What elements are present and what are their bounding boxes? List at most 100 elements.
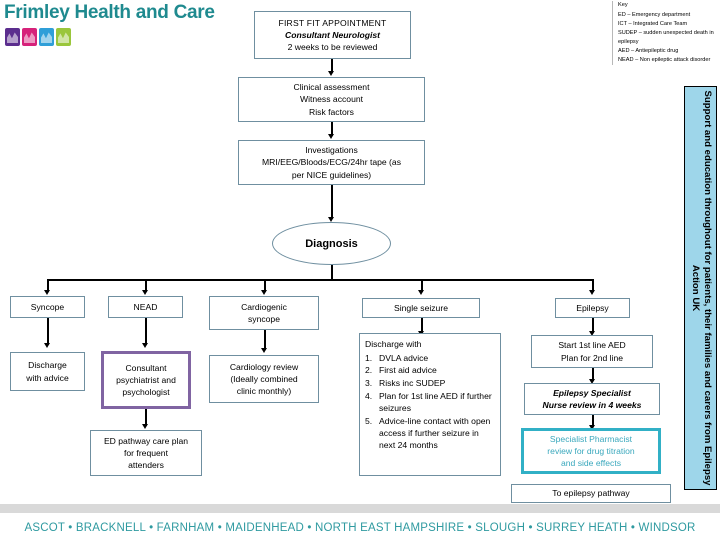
node-single-seizure[interactable]: Single seizure	[362, 298, 480, 318]
side-banner-text: Support and education throughout for pat…	[689, 90, 713, 486]
discharge-advice-line1: Discharge	[28, 360, 67, 371]
investigations-line1: Investigations	[305, 145, 358, 156]
item-text: Risks inc SUDEP	[379, 378, 446, 389]
connector-cardiogenic-cardiology	[264, 330, 266, 350]
item-number: 3.	[365, 378, 373, 389]
node-epilepsy-specialist-nurse[interactable]: Epilepsy Specialist Nurse review in 4 we…	[524, 383, 660, 415]
connector-branch-epilepsy	[592, 279, 594, 292]
clinical-line3: Risk factors	[309, 106, 354, 117]
logo	[5, 28, 71, 46]
node-epilepsy[interactable]: Epilepsy	[555, 298, 630, 318]
key-entry-nead: NEAD – Non epileptic attack disorder	[618, 57, 711, 64]
connector-branch-single-seizure	[421, 279, 423, 292]
start-aed-line1: Start 1st line AED	[558, 340, 626, 351]
start-aed-line2: Plan for 2nd line	[560, 352, 624, 363]
node-start-first-line-aed[interactable]: Start 1st line AED Plan for 2nd line	[531, 335, 653, 368]
item-text: First aid advice	[379, 365, 437, 376]
ed-pathway-line1: ED pathway care plan	[103, 435, 189, 446]
list-item: 3. Risks inc SUDEP	[365, 377, 495, 389]
pharmacist-line2: review for drug titration	[547, 445, 635, 456]
item-text: Advice-line contact with open access if …	[379, 415, 491, 451]
node-investigations[interactable]: Investigations MRI/EEG/Bloods/ECG/24hr t…	[238, 140, 425, 185]
consultant-psych-line2: psychiatrist and	[116, 374, 176, 385]
key-entry-ed: ED – Emergency department	[618, 12, 691, 19]
node-nead[interactable]: NEAD	[108, 296, 183, 318]
item-number: 2.	[365, 365, 373, 376]
logo-square-magenta-icon	[22, 28, 37, 46]
page-title: Frimley Health and Care	[4, 2, 215, 23]
list-item: 5. Advice-line contact with open access …	[365, 415, 495, 452]
connector-clinical-investigations	[331, 122, 333, 136]
node-cardiogenic-syncope[interactable]: Cardiogenic syncope	[209, 296, 319, 330]
syncope-label: Syncope	[30, 301, 65, 312]
logo-square-purple-icon	[5, 28, 20, 46]
footer-divider	[0, 504, 720, 513]
first-fit-line3: 2 weeks to be reviewed	[287, 42, 378, 53]
connector-aed-nurse	[592, 368, 594, 381]
discharge-with-lead: Discharge with	[365, 339, 422, 349]
list-item: 2. First aid advice	[365, 364, 495, 376]
node-discharge-with-list[interactable]: Discharge with 1. DVLA advice 2. First a…	[359, 333, 501, 476]
pharmacist-line3: and side effects	[560, 458, 622, 469]
diagnosis-label: Diagnosis	[305, 237, 358, 250]
to-epilepsy-pathway-label: To epilepsy pathway	[552, 488, 630, 499]
connector-branch-syncope	[47, 279, 49, 292]
clinical-line2: Witness account	[299, 94, 364, 105]
arrowhead-discharge-advice	[44, 343, 50, 348]
item-number: 4.	[365, 390, 373, 401]
node-consultant-psychiatrist[interactable]: Consultant psychiatrist and psychologist	[101, 351, 191, 409]
arrowhead-syncope	[44, 290, 50, 295]
item-text: DVLA advice	[379, 352, 429, 363]
cardiology-line2: (Ideally combined	[230, 373, 298, 384]
cardiology-line3: clinic monthly)	[236, 386, 292, 397]
node-diagnosis[interactable]: Diagnosis	[272, 222, 391, 265]
key-entry-ict: ICT – Integrated Care Team	[618, 21, 688, 28]
item-number: 1.	[365, 352, 373, 363]
connector-psych-edpathway	[145, 409, 147, 426]
list-item: 1. DVLA advice	[365, 352, 495, 364]
item-number: 5.	[365, 415, 373, 426]
cardiology-line1: Cardiology review	[229, 361, 299, 372]
cardiogenic-line2: syncope	[247, 314, 280, 324]
arrowhead-specialist-nurse	[589, 379, 595, 384]
ed-pathway-line2: for frequent	[124, 447, 168, 458]
single-seizure-label: Single seizure	[394, 302, 448, 313]
connector-diagnosis-stem	[331, 265, 333, 280]
node-to-epilepsy-pathway[interactable]: To epilepsy pathway	[511, 484, 671, 503]
list-item: 4. Plan for 1st line AED if further seiz…	[365, 390, 495, 414]
consultant-psych-line1: Consultant	[125, 362, 167, 373]
arrowhead-diagnosis	[328, 217, 334, 222]
specialist-nurse-line1: Epilepsy Specialist	[553, 387, 631, 398]
connector-syncope-discharge	[47, 318, 49, 345]
discharge-with-items: 1. DVLA advice 2. First aid advice 3. Ri…	[365, 351, 495, 451]
node-first-fit-appointment[interactable]: FIRST FIT APPOINTMENT Consultant Neurolo…	[254, 11, 411, 59]
node-clinical-assessment[interactable]: Clinical assessment Witness account Risk…	[238, 77, 425, 122]
arrowhead-investigations	[328, 134, 334, 139]
investigations-line3: per NICE guidelines)	[291, 169, 372, 180]
pharmacist-line1: Specialist Pharmacist	[549, 433, 633, 444]
key-title: Key	[618, 2, 628, 8]
node-ed-pathway-care-plan[interactable]: ED pathway care plan for frequent attend…	[90, 430, 202, 476]
connector-singleseizure-discharge	[421, 318, 423, 333]
connector-branch-bus	[47, 279, 593, 281]
item-text: Plan for 1st line AED if further seizure…	[379, 390, 492, 414]
node-cardiology-review[interactable]: Cardiology review (Ideally combined clin…	[209, 355, 319, 403]
clinical-line1: Clinical assessment	[293, 82, 370, 93]
node-discharge-with-advice[interactable]: Discharge with advice	[10, 352, 85, 391]
node-specialist-pharmacist[interactable]: Specialist Pharmacist review for drug ti…	[521, 428, 661, 474]
epilepsy-label: Epilepsy	[576, 302, 609, 313]
nead-label: NEAD	[133, 301, 158, 312]
arrowhead-consultant-psych	[142, 343, 148, 348]
connector-epilepsy-aed	[592, 318, 594, 333]
node-syncope[interactable]: Syncope	[10, 296, 85, 318]
arrowhead-pharmacist	[589, 425, 595, 430]
specialist-nurse-line2: Nurse review in 4 weeks	[542, 400, 642, 410]
arrowhead-clinical	[328, 71, 334, 76]
side-banner-support-education: Support and education throughout for pat…	[684, 86, 717, 490]
first-fit-line1: FIRST FIT APPOINTMENT	[278, 17, 387, 28]
investigations-line2: MRI/EEG/Bloods/ECG/24hr tape (as	[262, 157, 401, 168]
arrowhead-cardiology	[261, 348, 267, 353]
arrowhead-cardiogenic	[261, 290, 267, 295]
footer-locations: ASCOT • BRACKNELL • FARNHAM • MAIDENHEAD…	[24, 522, 696, 534]
